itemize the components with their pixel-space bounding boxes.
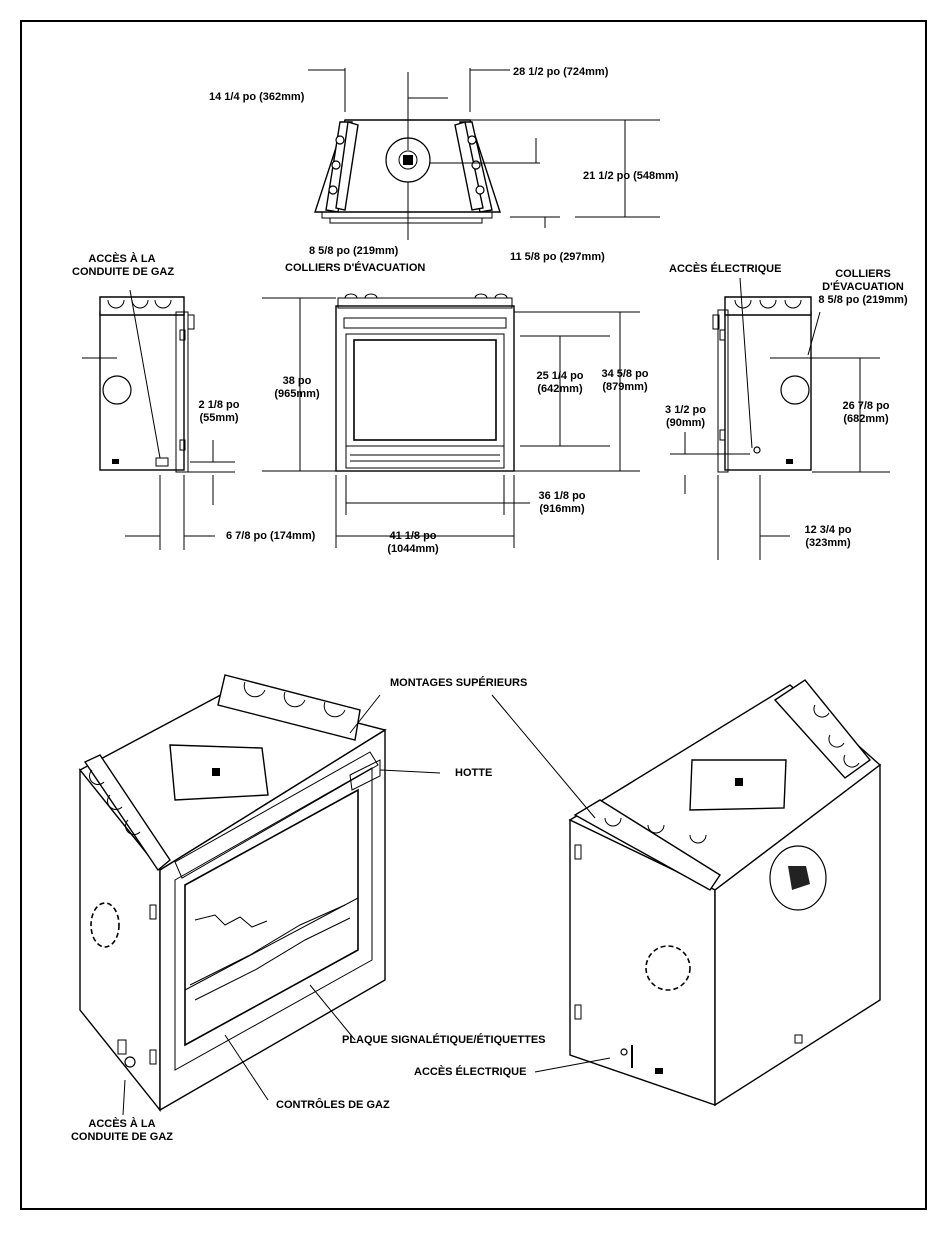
dim-overall-height: 34 5/8 po (879mm) — [601, 368, 649, 393]
dim-height: 38 po (965mm) — [274, 375, 320, 400]
callout-hood: HOTTE — [455, 767, 493, 779]
top-view — [308, 68, 660, 240]
callout-electric-access: ACCÈS ÉLECTRIQUE — [414, 1066, 527, 1078]
left-top-mount — [335, 121, 359, 211]
callout-gas-access: ACCÈS À LA CONDUITE DE GAZ — [70, 1118, 174, 1143]
dim-gas-height: 2 1/8 po (55mm) — [198, 399, 240, 424]
label-top-collar: COLLIERS D'ÉVACUATION — [285, 262, 426, 274]
right-side-view — [670, 277, 890, 560]
left-side-view — [82, 289, 235, 550]
isometric-front-view — [78, 674, 441, 1116]
callout-gas-controls: CONTRÔLES DE GAZ — [276, 1099, 390, 1111]
dim-collar-height: 26 7/8 po (682mm) — [842, 400, 890, 425]
dim-top-collar-pos: 8 5/8 po (219mm) — [309, 245, 399, 257]
dim-top-depth: 21 1/2 po (548mm) — [583, 170, 679, 182]
dim-overall-width: 41 1/8 po (1044mm) — [387, 530, 439, 555]
isometric-rear-view — [491, 679, 882, 1107]
dim-top-front-offset: 11 5/8 po (297mm) — [510, 251, 605, 263]
dim-top-left-width: 14 1/4 po (362mm) — [209, 91, 305, 103]
dim-opening-width: 36 1/8 po (916mm) — [538, 490, 586, 515]
front-view — [262, 293, 640, 548]
dim-gas-depth: 6 7/8 po (174mm) — [226, 530, 316, 542]
dim-elec-depth: 12 3/4 po (323mm) — [804, 524, 852, 549]
label-collar-right: COLLIERS D'ÉVACUATION 8 5/8 po (219mm) — [818, 268, 908, 306]
dim-elec-height: 3 1/2 po (90mm) — [665, 404, 706, 429]
callout-rating-plate: PLAQUE SIGNALÉTIQUE/ÉTIQUETTES — [342, 1034, 546, 1046]
label-electric-access-top: ACCÈS ÉLECTRIQUE — [669, 263, 782, 275]
callout-top-mounts: MONTAGES SUPÉRIEURS — [390, 677, 528, 689]
page-border — [20, 20, 927, 1210]
dim-opening-height: 25 1/4 po (642mm) — [536, 370, 584, 395]
label-gas-access-left: ACCÈS À LA CONDUITE DE GAZ — [72, 253, 175, 278]
dim-top-total-width: 28 1/2 po (724mm) — [513, 66, 609, 78]
